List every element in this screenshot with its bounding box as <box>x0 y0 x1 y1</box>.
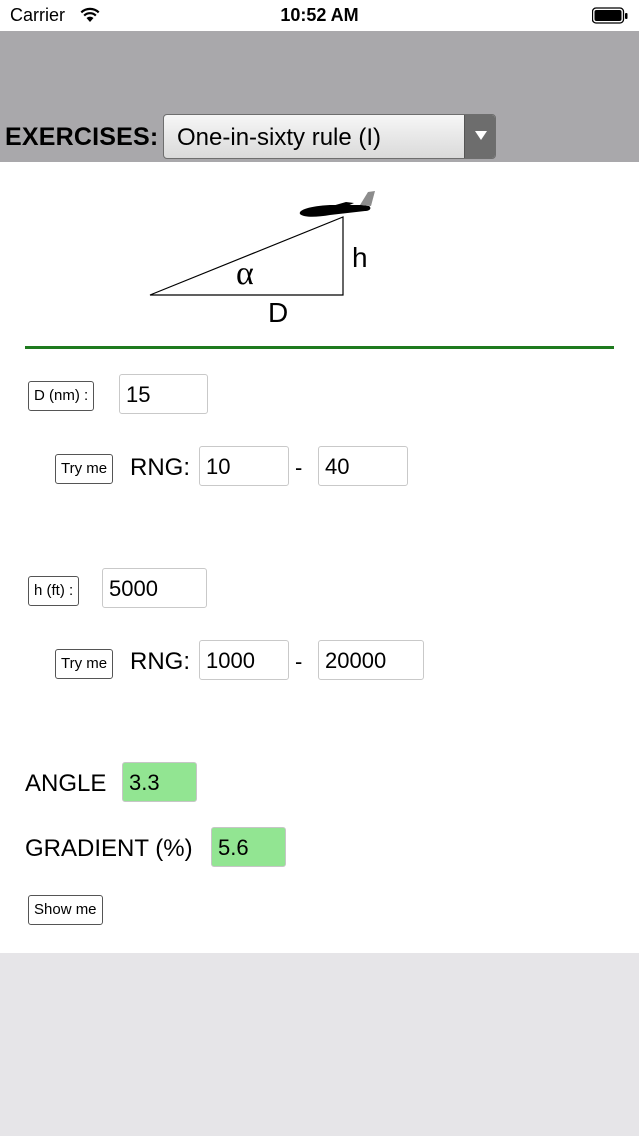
triangle-shape <box>149 216 344 296</box>
distance-rng-max-input[interactable]: 40 <box>318 446 408 486</box>
height-label: h <box>352 242 368 273</box>
battery-icon <box>592 7 628 24</box>
carrier-label: Carrier <box>10 5 66 25</box>
angle-label: ANGLE <box>25 770 107 797</box>
show-me-button[interactable]: Show me <box>28 895 103 925</box>
exercises-label: EXERCISES: <box>5 123 159 151</box>
status-bar: Carrier 10:52 AM <box>0 0 639 31</box>
distance-button[interactable]: D (nm) : <box>28 381 95 411</box>
height-rng-dash: - <box>295 649 303 674</box>
wifi-icon <box>80 7 100 22</box>
gradient-result: 5.6 <box>211 827 286 867</box>
distance-rng-min-input[interactable]: 10 <box>199 446 289 486</box>
distance-input[interactable]: 15 <box>119 374 208 414</box>
distance-try-button[interactable]: Try me <box>55 454 114 484</box>
distance-rng-dash: - <box>295 455 303 480</box>
height-rng-label: RNG: <box>130 648 190 675</box>
triangle-diagram: α h D <box>149 191 375 328</box>
height-try-button[interactable]: Try me <box>55 649 114 679</box>
angle-result: 3.3 <box>122 762 197 802</box>
height-input[interactable]: 5000 <box>102 568 207 608</box>
chevron-down-icon[interactable] <box>464 115 495 158</box>
section-divider <box>25 346 614 349</box>
gradient-label: GRADIENT (%) <box>25 835 193 862</box>
distance-rng-label: RNG: <box>130 454 190 481</box>
airplane-icon <box>299 191 375 217</box>
height-rng-min-input[interactable]: 1000 <box>199 640 289 680</box>
distance-label: D <box>268 297 288 328</box>
exercise-select[interactable]: One-in-sixty rule (I) <box>163 114 496 159</box>
angle-symbol: α <box>236 255 254 292</box>
clock: 10:52 AM <box>280 5 359 25</box>
height-button[interactable]: h (ft) : <box>28 576 80 606</box>
main-content: α h D D (nm) : 15 Try me RNG: 10 - 40 h … <box>0 162 639 953</box>
height-rng-max-input[interactable]: 20000 <box>318 640 424 680</box>
exercise-select-value: One-in-sixty rule (I) <box>177 124 382 151</box>
